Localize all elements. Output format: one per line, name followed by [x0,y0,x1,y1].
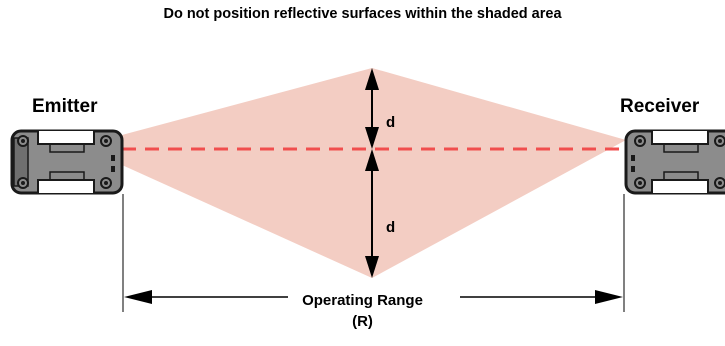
operating-range-symbol: (R) [352,313,373,330]
distance-label-top: d [386,114,396,131]
receiver-label: Receiver [620,96,700,117]
operating-range-label: Operating Range (R) [0,290,725,332]
d-arrow-bottom [365,149,379,278]
diagram-title: Do not position reflective surfaces with… [163,6,562,22]
operating-range-text: Operating Range [302,292,423,309]
d-arrow-top [365,68,379,149]
emitter-device [10,129,124,195]
emitter-label: Emitter [32,96,98,117]
range-dimension-arrow [124,290,623,304]
shaded-zone [122,68,626,278]
receiver-device [624,129,725,195]
distance-label-bottom: d [386,219,396,236]
